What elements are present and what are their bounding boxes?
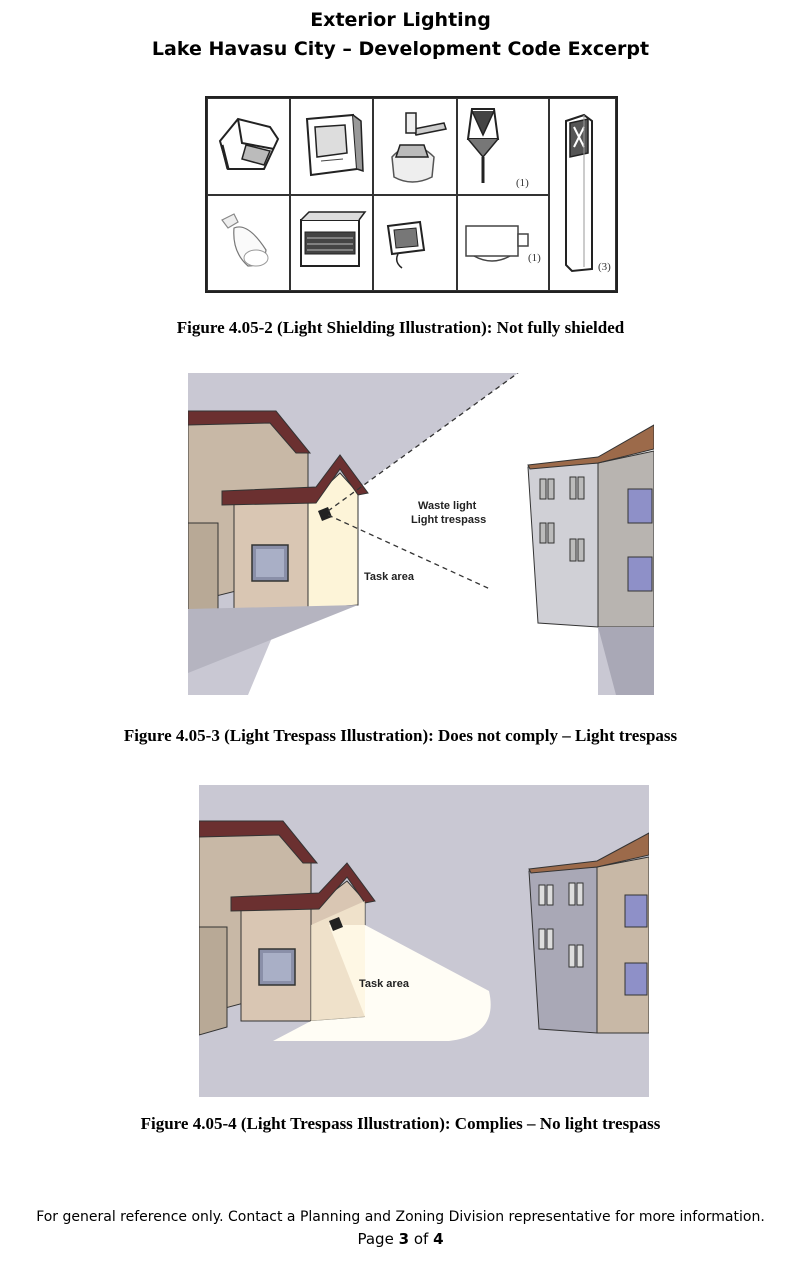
footer-note: For general reference only. Contact a Pl… [36, 1209, 765, 1225]
page-total: 4 [433, 1230, 444, 1248]
dusk-to-dawn-fixture-icon [391, 112, 447, 183]
page-of: of [413, 1230, 429, 1248]
bollard-fixture-icon [565, 113, 593, 273]
figure-caption: Figure 4.05-3 (Light Trespass Illustrati… [123, 726, 678, 745]
small-flood-fixture-icon [386, 220, 426, 269]
page-current: 3 [398, 1230, 410, 1248]
fixture-cell-bollard: (3) [549, 98, 616, 291]
waste-light-label: Waste light [418, 500, 477, 512]
fixture-cell-wall-cylinder: (1) [457, 195, 549, 291]
light-trespass-label: Light trespass [411, 514, 486, 526]
light-trespass-illustration: Waste light Light trespass Task area [188, 373, 654, 695]
floodlight-fixture-icon [305, 113, 364, 177]
wallpack-fixture-icon [218, 117, 280, 170]
wall-cylinder-fixture-icon [465, 225, 529, 262]
figure-caption: Figure 4.05-4 (Light Trespass Illustrati… [140, 1114, 661, 1133]
page-number: Page 3 of 4 [0, 1230, 801, 1248]
figure-caption: Figure 4.05-2 (Light Shielding Illustrat… [176, 318, 625, 337]
fixture-cell-wall-box [290, 195, 373, 291]
page-subtitle: Lake Havasu City – Development Code Exce… [151, 38, 650, 60]
task-area-label: Task area [364, 571, 415, 583]
lantern-fixture-icon [466, 108, 500, 183]
page-title: Exterior Lighting [310, 9, 491, 31]
fixture-cell-wallpack [207, 98, 290, 195]
page-label: Page [357, 1230, 394, 1248]
wall-box-fixture-icon [300, 211, 367, 267]
task-area-label: Task area [359, 978, 410, 990]
fixture-cell-dusk-light [373, 98, 457, 195]
spotlight-fixture-icon [221, 213, 269, 267]
footnote-mark: (1) [516, 177, 529, 189]
complying-lighting-illustration: Task area [199, 785, 649, 1097]
fixture-cell-floodlight [290, 98, 373, 195]
light-shielding-illustration: (1) (3) [205, 96, 618, 293]
footnote-mark: (3) [598, 261, 611, 273]
fixture-cell-spotlight [207, 195, 290, 291]
fixture-cell-small-flood [373, 195, 457, 291]
fixture-cell-lantern: (1) [457, 98, 549, 195]
footnote-mark: (1) [528, 252, 541, 264]
